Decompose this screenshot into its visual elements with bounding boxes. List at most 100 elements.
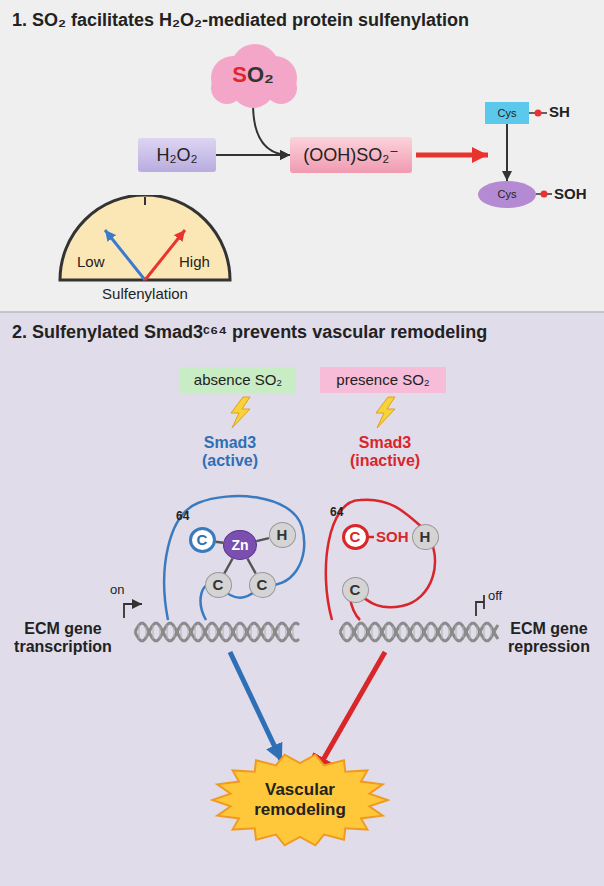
helix-rung	[435, 626, 436, 637]
bond-line	[368, 536, 374, 539]
residue-circle: C	[342, 577, 369, 603]
helix-rung	[174, 626, 175, 637]
lightning-bolt	[376, 397, 395, 428]
helix-rung	[244, 626, 245, 637]
helix-rung	[365, 626, 366, 637]
helix-rung	[421, 626, 422, 637]
callout-number: 64	[330, 506, 343, 520]
connector	[215, 542, 223, 543]
helix-rung	[407, 626, 408, 637]
node-text: Cys	[498, 188, 517, 201]
helix-rung	[195, 625, 196, 639]
helix-rung	[279, 625, 280, 639]
helix-rung	[216, 626, 217, 637]
residue-ellipse: CysSOH	[478, 181, 536, 208]
helix-rung	[372, 625, 373, 639]
panel-title: 2. Sulfenylated Smad3ᶜ⁶⁴ prevents vascul…	[12, 322, 487, 343]
node-text: SOH	[554, 185, 587, 202]
node-text: SH	[549, 103, 570, 120]
protein-name: Smad3 (inactive)	[325, 434, 445, 471]
helix-rung	[442, 625, 443, 639]
callout-number: 64	[176, 510, 189, 524]
residue-circle: H	[412, 524, 439, 550]
node-text: C	[197, 531, 208, 548]
panel: 2. Sulfenylated Smad3ᶜ⁶⁴ prevents vascul…	[0, 312, 604, 886]
helix-rung	[414, 625, 415, 639]
gauge-label: Low	[77, 253, 105, 270]
helix-rung	[202, 626, 203, 637]
outcome-starburst: Vascular remodeling	[210, 752, 390, 848]
helix-rung	[160, 626, 161, 637]
sulfur-dot	[535, 110, 542, 117]
helix-rung	[456, 625, 457, 639]
protein-backbone	[164, 496, 304, 620]
helix-rung	[463, 626, 464, 637]
node-text: Cys	[498, 107, 517, 120]
gene-label: ECM gene transcription	[4, 620, 122, 657]
residue-circle: C	[249, 572, 276, 598]
helix-rung	[153, 625, 154, 639]
helix-rung	[167, 625, 168, 639]
helix-rung	[251, 625, 252, 639]
protein-name: Smad3 (active)	[175, 434, 285, 471]
state-label: off	[488, 589, 502, 604]
node-text: C	[350, 581, 361, 598]
connector	[247, 559, 255, 574]
protein-backbone	[326, 500, 435, 620]
gene-label: ECM gene repression	[500, 620, 598, 657]
zinc-ion: Zn	[223, 530, 257, 560]
dna-helix	[135, 623, 498, 641]
helix-strand	[340, 623, 498, 641]
residue-circle: C	[189, 527, 216, 553]
helix-rung	[484, 625, 485, 639]
lightning-bolt	[231, 397, 250, 428]
node-text: C	[350, 528, 361, 545]
residue-box: CysSH	[485, 102, 529, 124]
helix-rung	[230, 626, 231, 637]
gauge-tick	[144, 197, 146, 205]
condition-box: presence SO₂	[320, 367, 446, 393]
helix-strand	[340, 623, 498, 641]
helix-rung	[428, 625, 429, 639]
panel-ground	[0, 0, 604, 312]
helix-rung	[358, 625, 359, 639]
gauge-needle	[105, 230, 145, 280]
gauge-label: High	[179, 253, 210, 270]
helix-rung	[139, 625, 140, 639]
gauge-arc	[60, 195, 230, 280]
residue-circle: C	[342, 524, 369, 550]
helix-rung	[258, 626, 259, 637]
condition-box: absence SO₂	[180, 367, 296, 393]
on-arrow	[124, 604, 142, 618]
helix-rung	[400, 625, 401, 639]
helix-rung	[223, 625, 224, 639]
helix-rung	[181, 625, 182, 639]
connector	[230, 652, 282, 762]
helix-strand	[135, 623, 299, 641]
connector	[322, 652, 385, 762]
helix-rung	[379, 626, 380, 637]
node-text: H₂O₂	[157, 145, 198, 166]
group-label: SOH	[376, 528, 409, 545]
helix-rung	[237, 625, 238, 639]
protein-group: Smad3 (active)CZnHCC	[150, 430, 310, 652]
helix-rung	[470, 625, 471, 639]
helix-rung	[272, 626, 273, 637]
cloud-puff	[231, 44, 279, 92]
node-text: H	[420, 528, 431, 545]
helix-rung	[265, 625, 266, 639]
node-text: presence SO₂	[336, 371, 429, 388]
off-bar	[476, 595, 484, 616]
sulfur-dot	[541, 191, 548, 198]
node-text: Vascular remodeling	[240, 780, 360, 819]
helix-rung	[477, 626, 478, 637]
thick-red-arrow	[416, 153, 488, 158]
node-text: Zn	[231, 537, 248, 553]
connector	[256, 538, 269, 541]
helix-rung	[209, 625, 210, 639]
residue-circle: H	[269, 522, 296, 548]
helix-strand	[135, 623, 299, 641]
